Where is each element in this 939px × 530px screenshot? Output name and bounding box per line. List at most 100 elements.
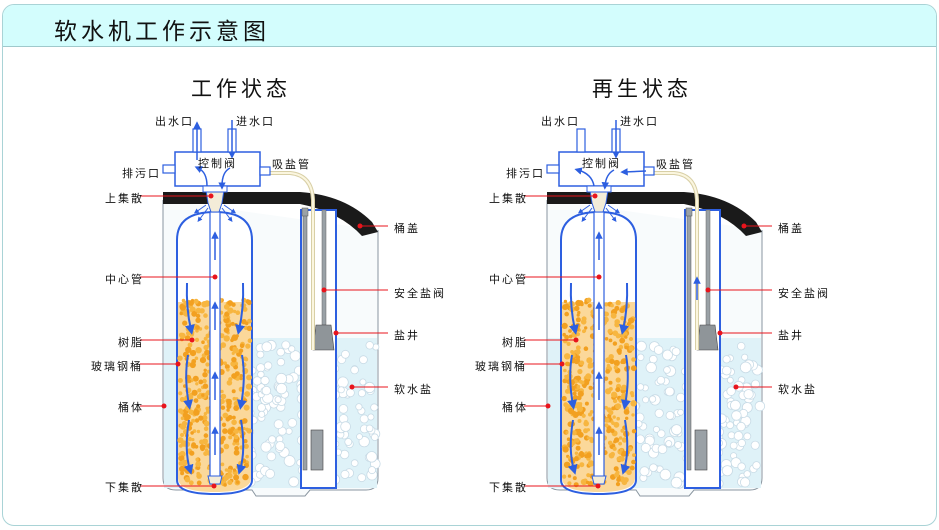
resin-bead [585,373,592,380]
salt-pellet [252,376,262,386]
resin-bead [576,411,581,415]
resin-bead [583,379,590,386]
resin-bead [226,398,232,405]
salt-pellet [357,473,367,483]
resin-bead [604,423,609,428]
resin-bead [185,346,192,354]
resin-bead [589,438,595,444]
salt-pellet [649,463,658,473]
resin-bead [577,395,582,401]
resin-bead [631,429,637,434]
header-bar: 软水机工作示意图 [3,5,936,47]
resin-bead [230,321,235,326]
valve-flow-arrow [194,166,208,187]
resin-bead [586,436,590,440]
salt-pellet [671,424,683,436]
resin-bead [187,436,192,442]
flow-arrow-down [236,419,247,475]
label-brine-well: 盐井 [778,329,804,342]
salt-pellet [337,386,345,394]
leader-dot [161,403,167,409]
salt-pellet [273,419,284,430]
salt-pellet [257,370,265,379]
resin-bead [608,452,615,459]
flow-arrow-down [620,354,631,410]
salt-pellet [676,392,686,403]
resin-bead [226,472,233,479]
resin-bead [182,413,187,418]
salt-pellet [365,341,374,350]
resin-bead [621,479,628,486]
label-brine-well: 盐井 [394,329,420,342]
salt-pellet [355,403,363,411]
resin-bead [226,408,230,412]
resin-bead [246,325,252,332]
resin-bead [191,389,198,396]
label-outlet: 出水口 [541,115,580,128]
resin-bead [179,465,186,472]
resin-bead [615,387,621,393]
resin-bead [615,377,621,383]
resin-bead [587,364,592,369]
resin-bead [203,313,208,318]
salt-pellet [288,476,300,488]
resin-bead [195,347,202,354]
salt-pellet [642,396,650,404]
label-lid: 桶盖 [394,222,420,235]
resin-bead [184,335,191,341]
resin-bead [181,298,186,303]
resin-bead [237,426,242,431]
resin-bead [231,357,237,363]
salt-pellet [344,438,353,446]
salt-pellet [729,441,738,450]
resin-bead [630,365,637,372]
salt-pellet [637,353,645,361]
page-title: 软水机工作示意图 [54,19,270,45]
resin-bead [190,431,194,435]
resin-bead [220,389,224,394]
salt-pellet [726,386,736,396]
resin-bead [227,429,233,435]
resin-bead [575,375,581,381]
resin-bead [178,455,185,462]
resin-bead [631,357,636,362]
resin-bead [563,299,568,304]
salt-pellet [367,466,376,475]
salt-pellet [640,442,651,453]
resin-bead [576,402,581,407]
leader-dot [741,223,747,229]
salt-pellet [275,382,288,395]
resin-bead [199,444,206,450]
regeneration-unit [524,120,772,497]
salt-pellet [340,349,350,359]
resin-bead [613,437,620,443]
salt-pellet [733,431,744,441]
resin-bead [577,390,584,397]
resin-bead [227,480,233,485]
flow-arrow-down [185,282,195,335]
resin-bead [202,438,209,445]
salt-pellet [256,363,266,373]
resin-bead [226,380,233,386]
flow-arrow-down [235,282,245,335]
resin-bead [561,322,568,329]
salt-pellet [739,477,751,488]
brine-suction-arrow [620,168,647,176]
resin-bead [589,410,594,414]
resin-bead [232,309,237,314]
resin-bead [187,379,192,384]
salt-pellet [261,341,273,353]
resin-bead [607,328,613,334]
label-cabinet: 桶体 [502,401,528,414]
resin-bead [606,363,611,368]
salt-pellet [635,340,647,352]
label-safety-brine-valve: 安全盐阀 [394,287,446,300]
resin-bead [581,413,586,418]
resin-bead [613,421,620,428]
resin-bead [189,361,196,369]
resin-bead [575,332,581,337]
label-frp-tank: 玻璃钢桶 [475,360,527,373]
salt-pellet [288,345,296,353]
resin-bead [612,330,619,337]
valve-flow-arrow [574,167,595,187]
